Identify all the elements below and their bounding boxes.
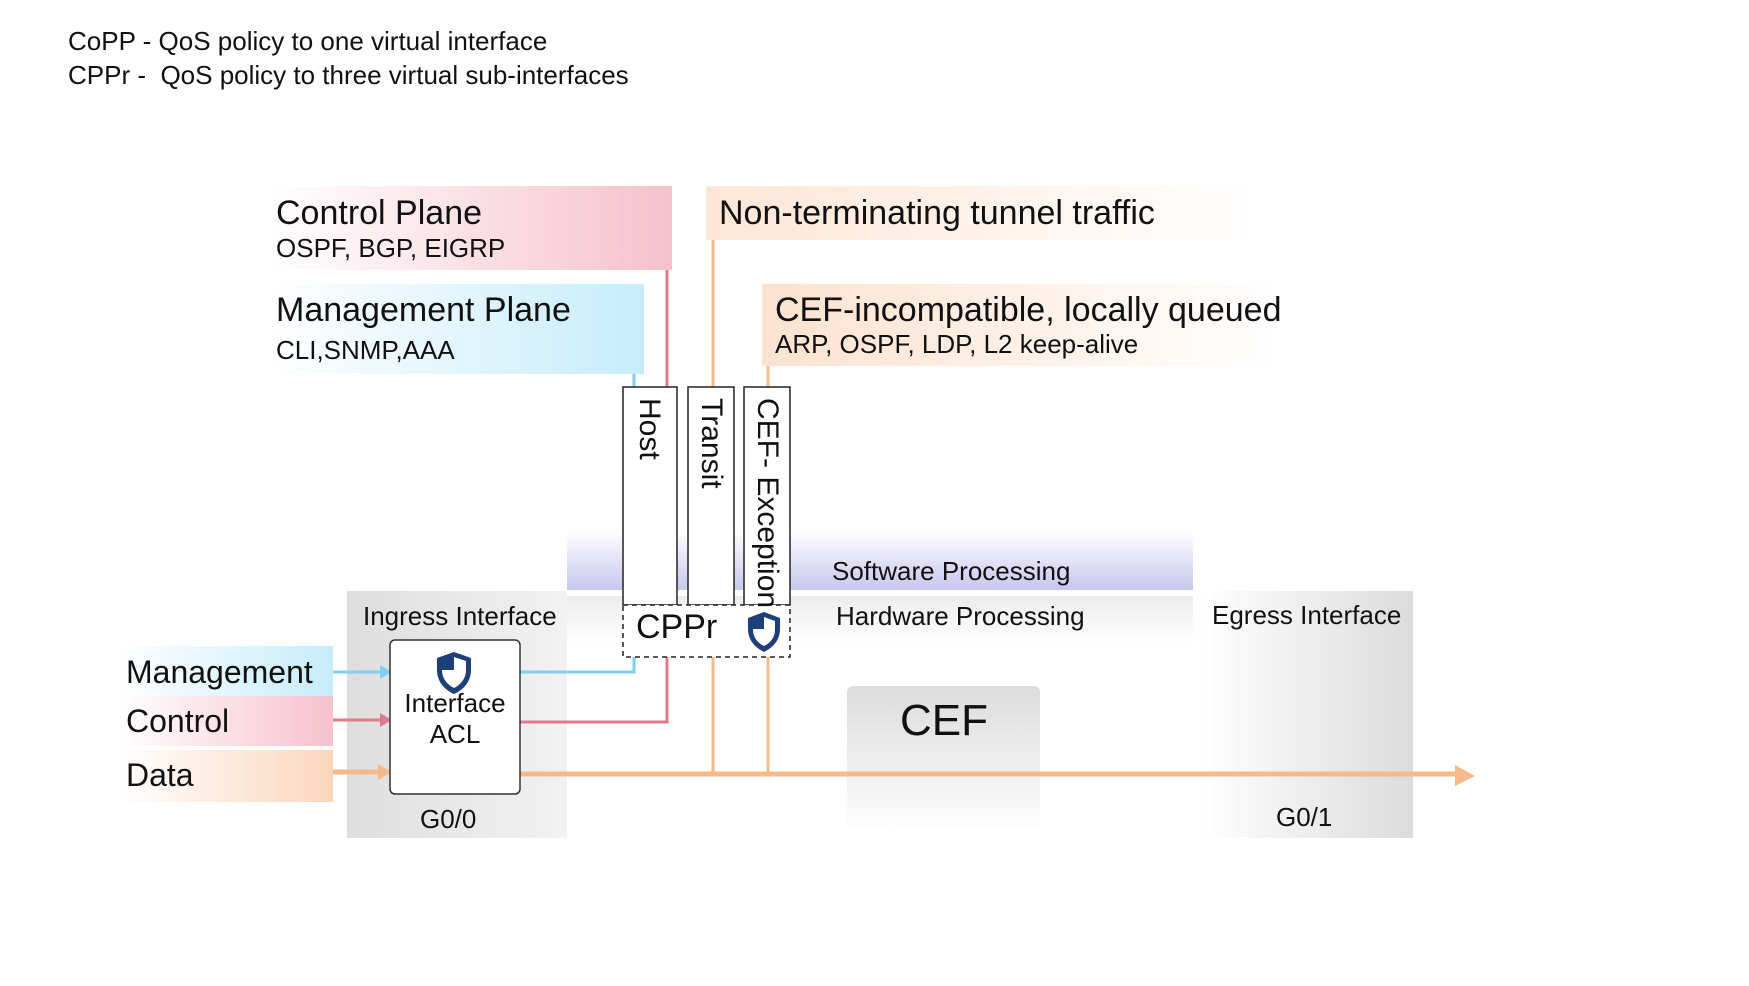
management-arrowhead: [380, 665, 392, 679]
transit-subinterface-box: [687, 386, 735, 606]
egress-interface-title: Egress Interface: [1212, 600, 1402, 630]
input-data-label: Data: [126, 757, 194, 793]
management-plane-box: [270, 284, 644, 374]
egress-interface-box: [1200, 591, 1413, 838]
management-plane-protocols: CLI,SNMP,AAA: [276, 335, 455, 365]
control-arrowhead: [380, 713, 392, 727]
input-control-label: Control: [126, 703, 230, 739]
egress-port-label: G0/1: [1276, 802, 1333, 832]
cef-label: CEF: [900, 696, 988, 745]
acl-label-line1: Interface: [404, 688, 506, 718]
cef-incompatible-box: [762, 284, 1276, 366]
host-label: Host: [633, 398, 666, 460]
software-processing-label: Software Processing: [832, 556, 1071, 586]
interface-acl-box: [389, 639, 521, 795]
input-data-box: [118, 750, 333, 802]
input-management-box: [118, 646, 333, 696]
control-plane-title: Control Plane: [276, 194, 483, 232]
cef-incompatible-title: CEF-incompatible, locally queued: [775, 291, 1282, 329]
cppr-label: CPPr: [636, 608, 718, 646]
host-subinterface-box: [622, 386, 678, 606]
tunnel-traffic-title: Non-terminating tunnel traffic: [719, 194, 1155, 232]
control-plane-box: [270, 186, 672, 270]
ingress-interface-title: Ingress Interface: [363, 601, 557, 631]
cef-exception-label: CEF- Exception: [751, 398, 784, 609]
input-management-label: Management: [126, 654, 313, 690]
header-line-cppr: CPPr - QoS policy to three virtual sub-i…: [68, 60, 629, 90]
transit-label: Transit: [695, 398, 728, 489]
acl-label-line2: ACL: [429, 719, 481, 749]
header-line-copp: CoPP - QoS policy to one virtual interfa…: [68, 26, 548, 56]
ingress-port-label: G0/0: [420, 804, 477, 834]
management-plane-title: Management Plane: [276, 291, 571, 329]
cef-incompatible-protocols: ARP, OSPF, LDP, L2 keep-alive: [775, 329, 1139, 359]
cef-exception-subinterface-box: [743, 386, 791, 606]
control-plane-protocols: OSPF, BGP, EIGRP: [276, 233, 506, 263]
data-arrowhead-in: [378, 764, 392, 780]
hardware-processing-label: Hardware Processing: [836, 601, 1085, 631]
input-control-box: [118, 696, 333, 746]
cppr-shield-icon: [748, 612, 780, 652]
cef-box: [847, 686, 1040, 836]
acl-shield-icon: [437, 652, 471, 694]
tunnel-box: [706, 186, 1254, 240]
data-arrowhead-out: [1455, 765, 1475, 786]
